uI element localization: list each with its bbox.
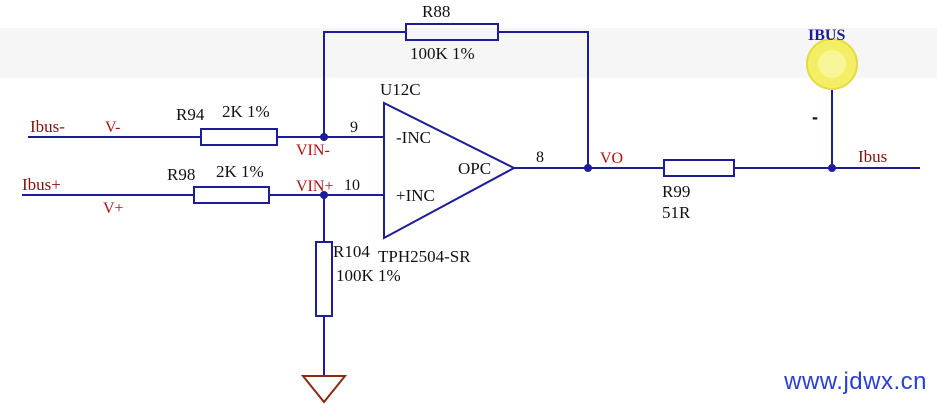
background-band: [0, 28, 937, 78]
resistor-r94: [200, 128, 278, 146]
net-vo: VO: [600, 150, 623, 167]
r104-ref: R104: [333, 242, 370, 261]
opamp-u12c-body: [383, 101, 517, 240]
net-v-plus: V+: [103, 200, 124, 217]
opamp-pin-8: 8: [536, 149, 544, 166]
wire-feedback-left: [323, 31, 406, 137]
r99-value: 51R: [662, 203, 691, 222]
r99-ref: R99: [662, 182, 690, 201]
opamp-ref: U12C: [380, 80, 421, 99]
r94-value: 2K 1%: [222, 102, 270, 121]
r94-ref: R94: [176, 105, 205, 124]
net-vin-minus: VIN-: [296, 142, 330, 159]
resistor-r88: [405, 23, 499, 41]
opamp-pin-inv-name: -INC: [396, 128, 431, 147]
opamp-pin-9: 9: [350, 119, 358, 136]
r88-ref: R88: [422, 2, 450, 21]
junction-vin-minus: [320, 133, 328, 141]
ground-symbol: [300, 375, 348, 404]
net-v-minus: V-: [105, 119, 120, 136]
port-ibus-minus: Ibus-: [30, 117, 65, 136]
opamp-pin-out-name: OPC: [458, 159, 491, 178]
junction-ibus: [828, 164, 836, 172]
watermark-text: www.jdwx.cn: [784, 368, 927, 395]
r88-value: 100K 1%: [410, 44, 475, 63]
probe-highlight: [818, 50, 846, 78]
opamp-part-number: TPH2504-SR: [378, 247, 471, 266]
resistor-r104: [315, 241, 333, 317]
resistor-r98: [193, 186, 270, 204]
opamp-pin-10: 10: [344, 177, 360, 194]
port-ibus-out: Ibus: [858, 147, 887, 166]
wire-feedback-right: [498, 31, 589, 168]
resistor-r99: [663, 159, 735, 177]
junction-vin-plus: [320, 191, 328, 199]
probe-label: IBUS: [808, 27, 845, 44]
r104-value: 100K 1%: [336, 266, 401, 285]
net-vin-plus: VIN+: [296, 178, 333, 195]
r98-value: 2K 1%: [216, 162, 264, 181]
junction-vo: [584, 164, 592, 172]
probe-minus-label: -: [812, 107, 818, 127]
r98-ref: R98: [167, 165, 195, 184]
port-ibus-plus: Ibus+: [22, 175, 61, 194]
opamp-pin-noninv-name: +INC: [396, 186, 435, 205]
